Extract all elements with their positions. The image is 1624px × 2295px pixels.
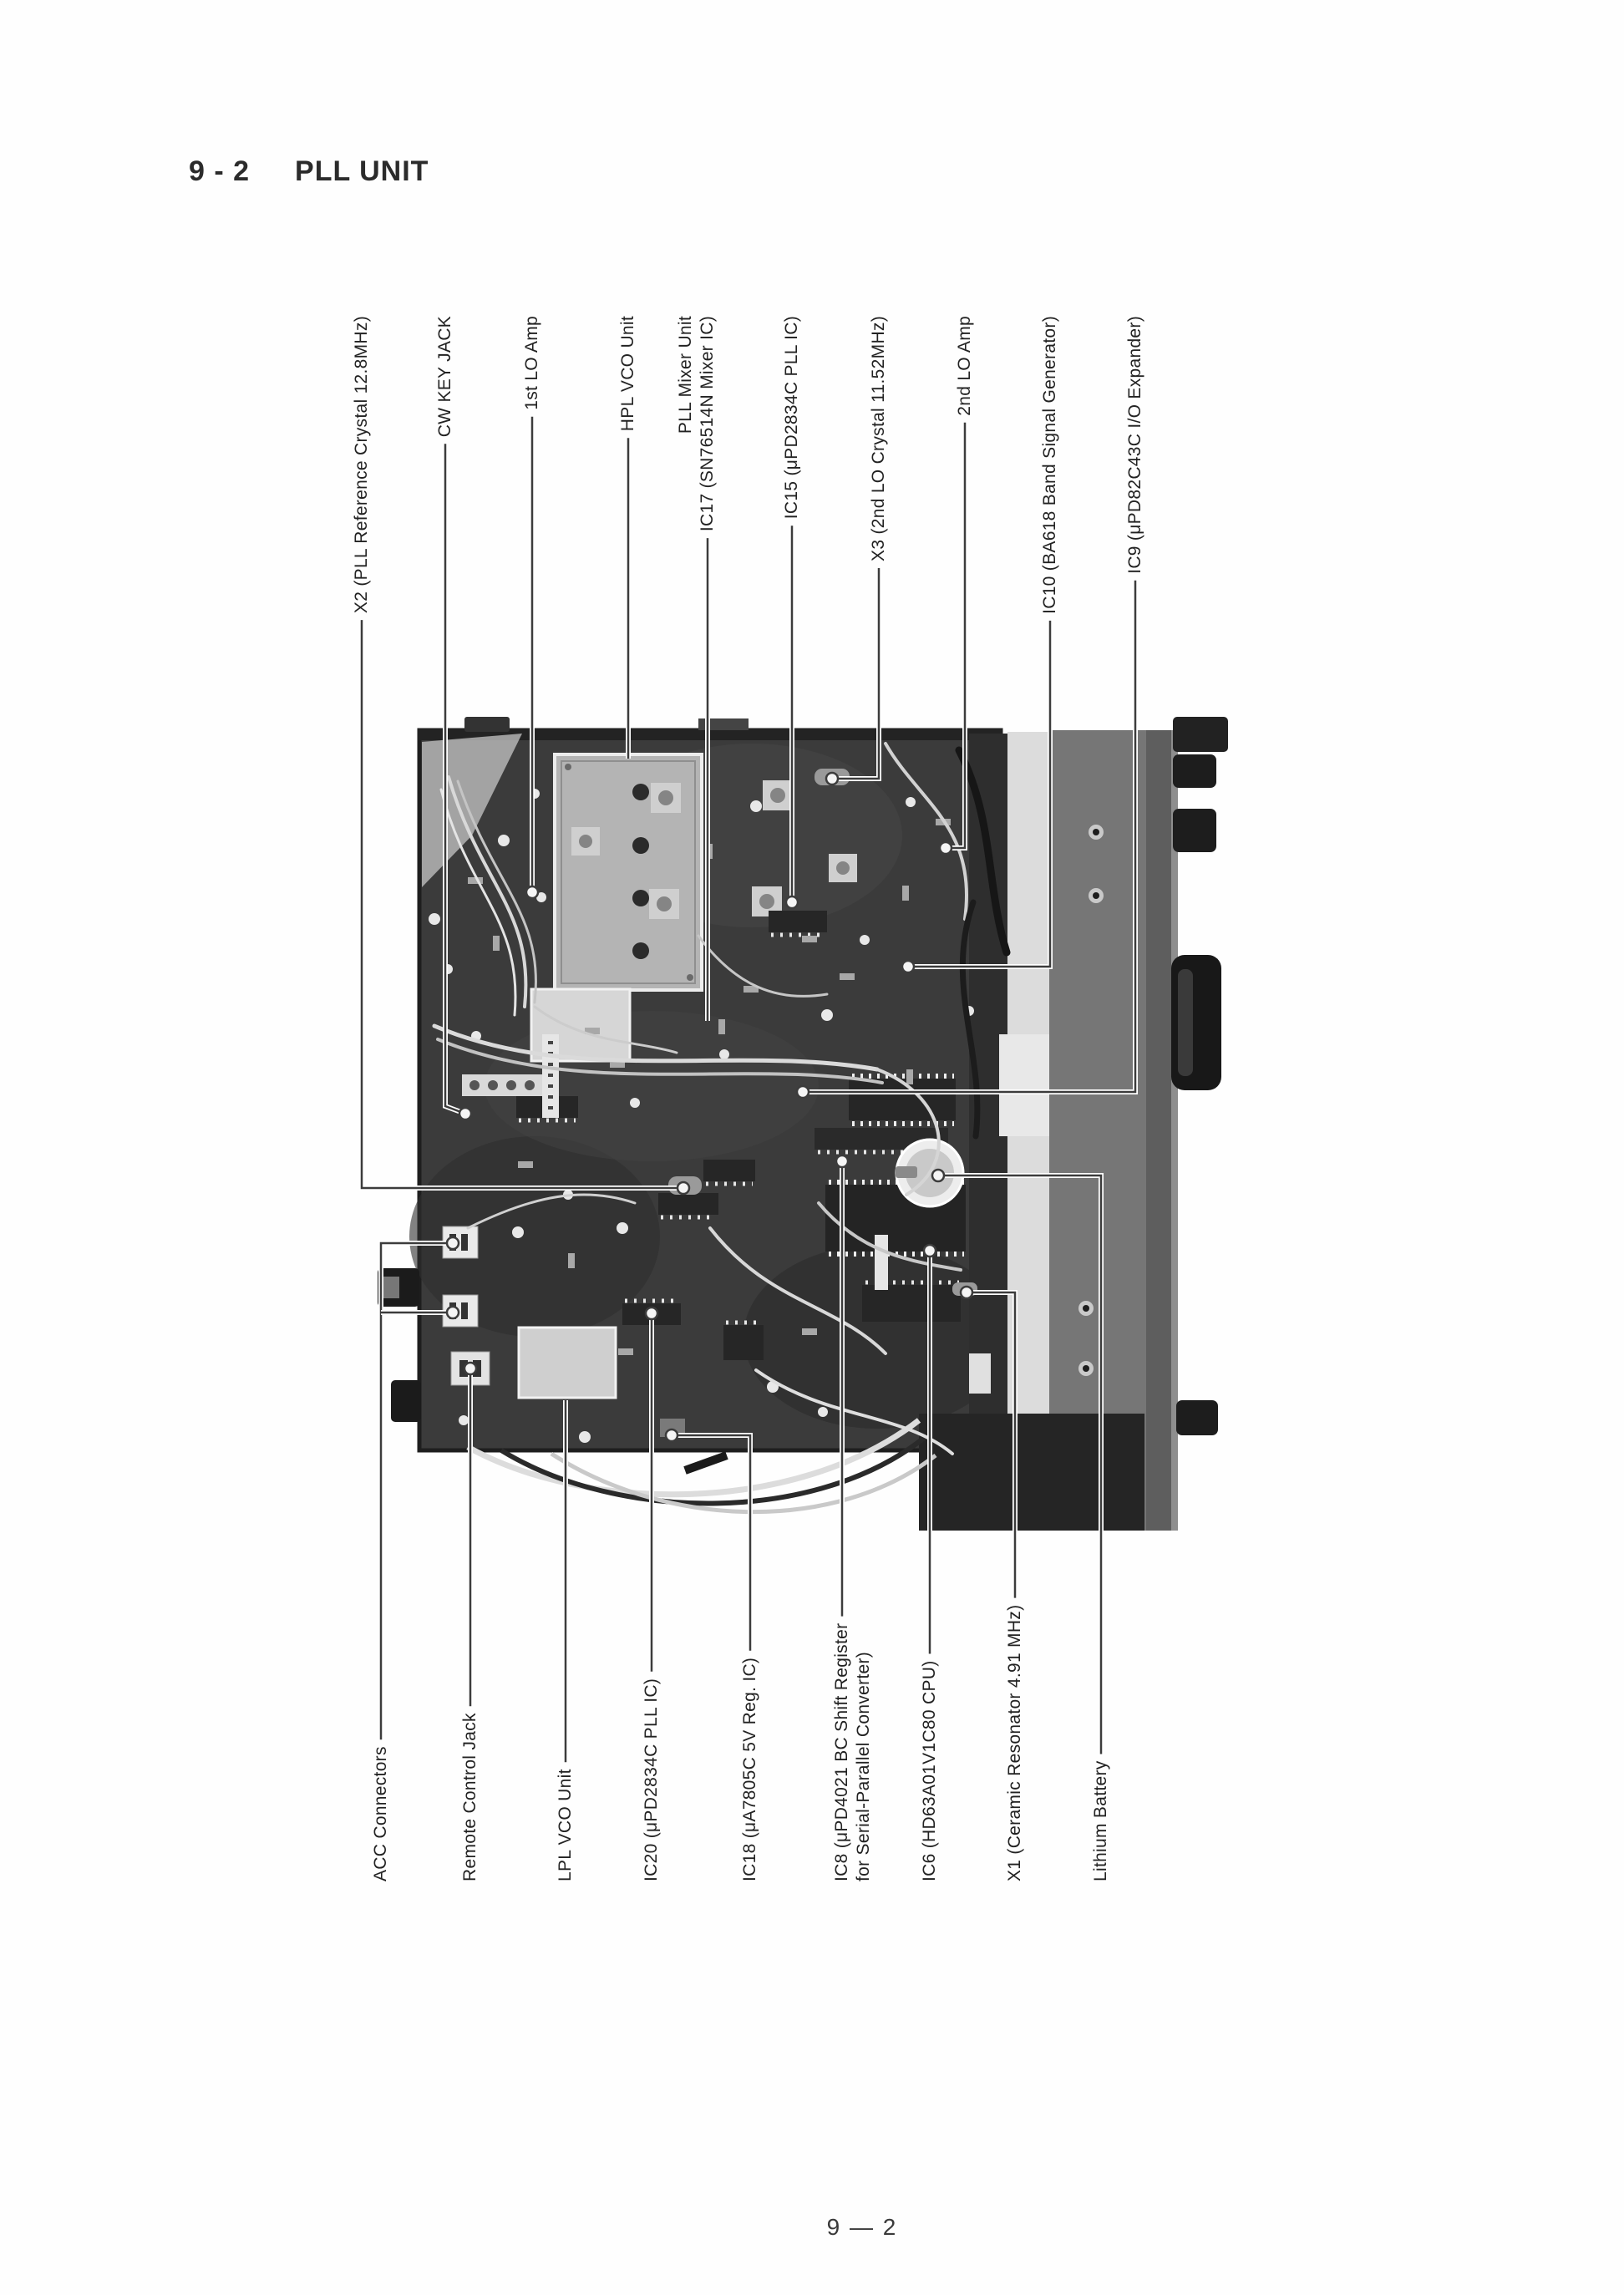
leader-dot [938,840,953,856]
callout-text: PLL Mixer Unit [676,316,695,434]
callout-ic10: IC10 (BA618 Band Signal Generator) [1039,316,1061,614]
callout-text: CW KEY JACK [435,316,454,438]
panel-top-hardware [1173,717,1228,752]
callout-text: HPL VCO Unit [618,316,637,432]
leader-dot [463,1361,478,1376]
callout-text: X3 (2nd LO Crystal 11.52MHz) [869,316,888,561]
page-title: 9 - 2 PLL UNIT [189,155,429,188]
leader-line [360,620,683,1190]
callout-text: ACC Connectors [371,1746,390,1881]
leader-dot [931,1168,946,1183]
leader-dot [795,1084,810,1099]
callout-text: IC17 (SN76514N Mixer IC) [698,316,717,532]
leader-line [444,444,466,1115]
callout-text: Lithium Battery [1091,1760,1110,1881]
callout-hpl-vco-unit: HPL VCO Unit [617,316,639,431]
page-number: 9 — 2 [826,2214,898,2240]
leader-dot [835,1154,850,1169]
tuning-knob [1171,955,1221,1090]
callout-text: X2 (PLL Reference Crystal 12.8MHz) [352,316,371,614]
callout-ic9: IC9 (μPD82C43C I/O Expander) [1124,316,1146,574]
callout-lithium-battery: Lithium Battery [1090,1760,1112,1881]
leader-dot [901,959,916,974]
callout-text: IC8 (μPD4021 BC Shift Register [832,1622,851,1881]
callout-x1-resonator: X1 (Ceramic Resonator 4.91 MHz) [1004,1605,1026,1881]
callout-text: X1 (Ceramic Resonator 4.91 MHz) [1005,1604,1024,1881]
panel-screw-holes [1078,825,1104,1376]
callout-text: LPL VCO Unit [556,1769,575,1881]
callout-x3-crystal: X3 (2nd LO Crystal 11.52MHz) [868,316,890,561]
callout-remote-control-jack: Remote Control Jack [459,1713,481,1881]
trimmer-capacitors [571,780,857,919]
dip-ic-chips [516,911,966,1360]
callout-ic20: IC20 (μPD2834C PLL IC) [641,1678,662,1881]
callout-text: IC15 (μPD2834C PLL IC) [782,316,801,520]
callout-text: IC6 (HD63A01V1C80 CPU) [920,1660,939,1881]
edge-tab-1 [464,717,510,732]
callout-text: 1st LO Amp [522,316,541,410]
callout-text: for Serial-Parallel Converter) [854,1651,873,1881]
hpl-vco-shield-box [553,753,703,992]
callout-text: IC10 (BA618 Band Signal Generator) [1040,316,1059,614]
leader-line [967,1291,1017,1598]
callout-acc-connectors: ACC Connectors [370,1746,392,1881]
leader-dot [664,1428,679,1443]
knob-small-1 [1173,754,1216,788]
leader-line [379,1241,453,1740]
callout-second-lo-amp: 2nd LO Amp [954,316,976,416]
leader-dot [458,1106,473,1121]
callout-leader-lines [359,416,1138,1763]
edge-jacks [378,1268,421,1422]
callout-lpl-vco-unit: LPL VCO Unit [555,1769,576,1881]
callout-cw-key-jack: CW KEY JACK [434,316,456,437]
section-title: PLL UNIT [295,155,429,187]
leader-dot [445,1236,460,1251]
callout-text: IC20 (μPD2834C PLL IC) [642,1678,661,1881]
callout-text: IC9 (μPD82C43C I/O Expander) [1125,316,1144,574]
callout-text: 2nd LO Amp [955,316,974,416]
callout-text: Remote Control Jack [460,1713,480,1881]
leader-dot [959,1285,974,1300]
leader-dot [784,895,799,910]
leader-line [908,620,1052,968]
lpl-vco-shield-box [517,1326,617,1399]
leader-dot [525,885,540,900]
leader-dot [922,1243,937,1258]
callout-x2-crystal: X2 (PLL Reference Crystal 12.8MHz) [351,316,373,613]
leader-line [832,567,881,780]
callout-text: IC18 (μA7805C 5V Reg. IC) [740,1657,759,1881]
knob-small-2 [1173,809,1216,852]
leader-dot [644,1306,659,1321]
leader-dot [676,1181,691,1196]
board-components [378,717,991,1443]
lower-chassis [919,1414,1144,1531]
leader-line [803,580,1137,1094]
leader-line [672,1434,752,1651]
callout-ic15: IC15 (μPD2834C PLL IC) [781,316,803,519]
leader-dot [445,1305,460,1320]
knob-small-3 [1176,1400,1218,1435]
leader-line [938,1174,1103,1754]
leader-dot [825,771,840,786]
section-number: 9 - 2 [189,155,251,187]
callout-ic6: IC6 (HD63A01V1C80 CPU) [919,1660,941,1881]
callout-ic18: IC18 (μA7805C 5V Reg. IC) [739,1658,761,1881]
leader-line-casing [672,1433,753,1651]
callout-first-lo-amp: 1st LO Amp [521,316,543,410]
edge-tab-2 [698,718,749,730]
